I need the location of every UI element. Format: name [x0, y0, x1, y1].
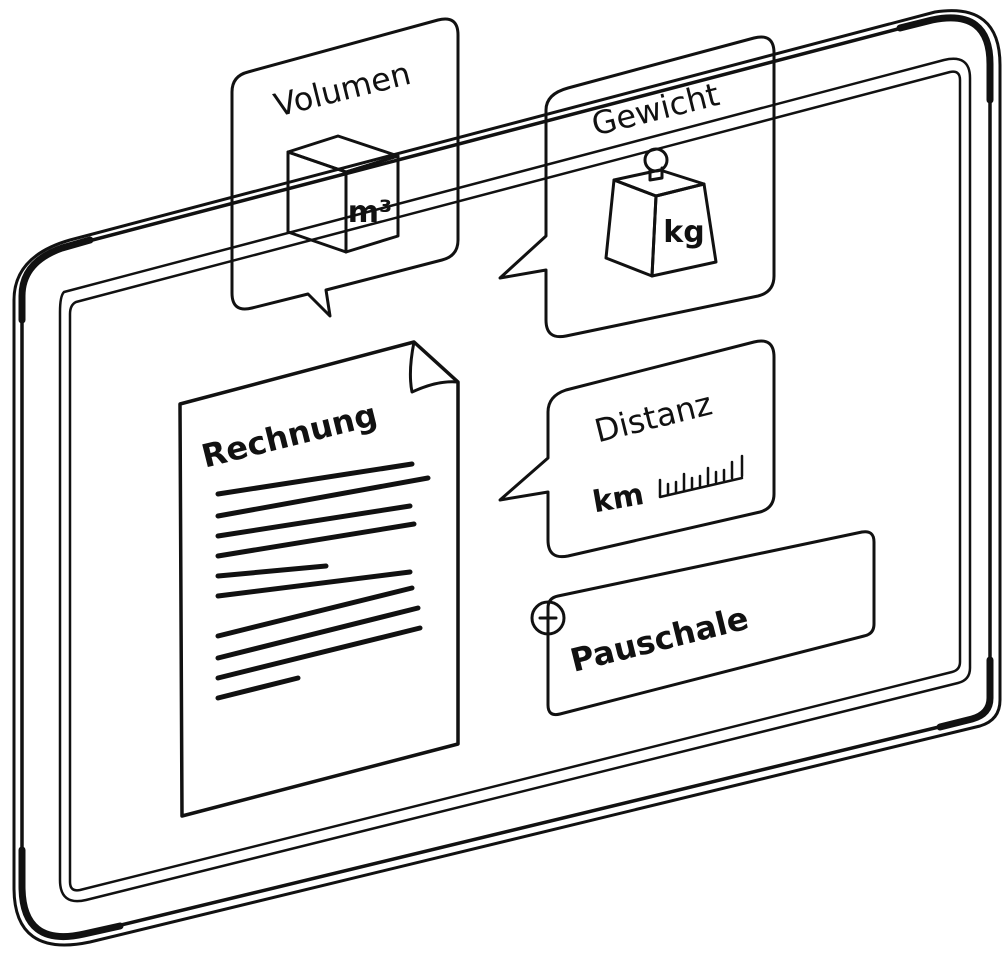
tablet-frame [12, 9, 1002, 947]
invoice-title: Rechnung [198, 395, 381, 475]
distance-bubble: Distanz km [498, 339, 776, 559]
invoice-text-lines [215, 461, 431, 701]
plus-circle-icon [530, 600, 566, 636]
flat-rate-item: Pauschale [530, 530, 876, 717]
distance-unit: km [590, 477, 647, 520]
weight-bubble: Gewicht kg [498, 35, 776, 339]
weight-icon: kg [604, 147, 718, 278]
weight-unit: kg [663, 215, 704, 250]
invoice-document: Rechnung [178, 340, 460, 818]
cube-icon: m³ [286, 134, 400, 254]
volume-unit: m³ [348, 195, 392, 230]
distance-title: Distanz [591, 384, 716, 450]
flat-rate-label: Pauschale [566, 599, 752, 680]
ruler-icon [658, 454, 744, 499]
volume-title: Volumen [270, 54, 414, 125]
